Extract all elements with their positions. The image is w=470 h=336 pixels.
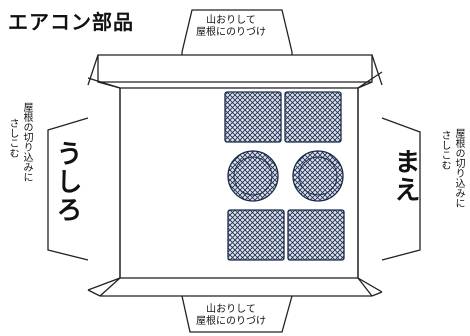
top-flap-note-line-2: 屋根にのりづけ: [196, 27, 266, 38]
vent-panel-top-left: [224, 91, 282, 143]
right-tab: [381, 117, 421, 261]
fan-grille-left: [227, 150, 279, 202]
left-tab-note-line-2: さしこむ: [7, 118, 18, 158]
fan-grille-right: [292, 150, 344, 202]
left-tab-label: うしろ: [52, 140, 82, 224]
bottom-flap-note: 山おりして 屋根にのりづけ: [196, 304, 266, 328]
right-tab-note-line-1: 屋根の切り込みに: [453, 128, 464, 208]
vent-panel-top-right: [284, 91, 342, 143]
bottom-flap-note-line-2: 屋根にのりづけ: [196, 316, 266, 327]
top-flap-note: 山おりして 屋根にのりづけ: [196, 15, 266, 39]
right-side-flap: [357, 71, 383, 293]
top-glue-flap: [181, 9, 293, 53]
left-tab-note-line-1: 屋根の切り込みに: [21, 102, 32, 182]
top-flap-note-line-1: 山おりして: [206, 15, 256, 26]
right-tab-label: まえ: [390, 148, 420, 204]
vent-panel-bottom-left: [227, 209, 285, 261]
net-outline: [97, 54, 373, 83]
right-tab-note-line-2: さしこむ: [439, 130, 450, 170]
vent-panel-bottom-right: [287, 209, 345, 261]
front-panel: [119, 87, 359, 279]
left-tab: [47, 117, 89, 261]
page-title: エアコン部品: [8, 10, 134, 34]
bottom-glue-flap: [181, 295, 293, 333]
bottom-flap-note-line-1: 山おりして: [206, 304, 256, 315]
left-side-flap: [87, 77, 121, 291]
